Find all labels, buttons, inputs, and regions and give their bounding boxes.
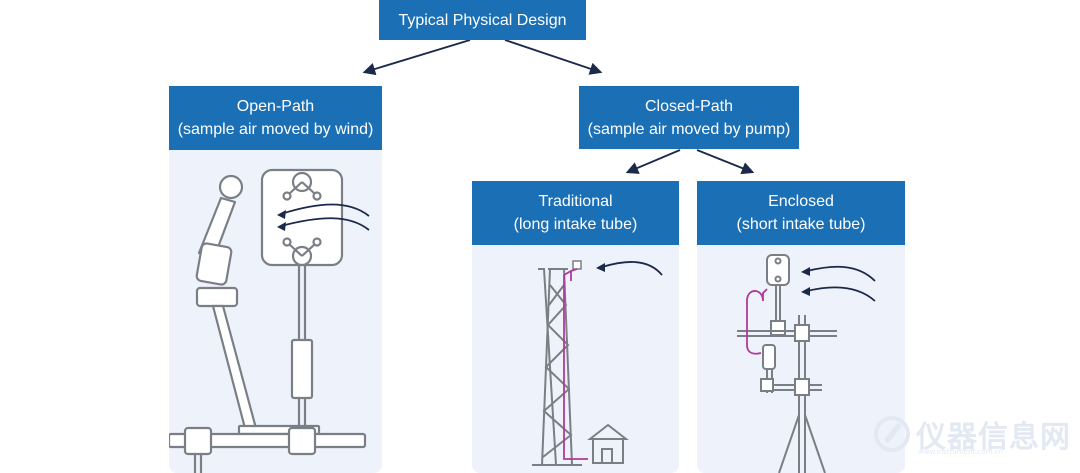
watermark-text: 仪器信息网 [916, 420, 1071, 455]
enclosed-illustration [737, 254, 876, 473]
open-path-illustration [169, 168, 370, 473]
root-box: Typical Physical Design [379, 0, 586, 40]
closed-path-box: Closed-Path (sample air moved by pump) [579, 86, 799, 149]
enclosed-title: Enclosed [768, 193, 834, 210]
arrow-to-traditional [625, 149, 681, 174]
open-path-title: Open-Path [236, 98, 315, 115]
enclosed-panel [697, 245, 905, 473]
traditional-box: Traditional (long intake tube) [472, 181, 679, 245]
watermark-url: www.instrument.com.cn [918, 448, 1003, 456]
enclosed-box: Enclosed (short intake tube) [697, 181, 905, 245]
watermark: 仪器信息网 www.instrument.com.cn [870, 410, 1080, 460]
arrow-to-enclosed [696, 149, 755, 175]
traditional-illustration [532, 260, 663, 466]
watermark-logo-icon [874, 416, 910, 452]
root-label: Typical Physical Design [398, 11, 567, 29]
enclosed-subtitle: (short intake tube) [736, 216, 866, 233]
closed-path-title: Closed-Path [644, 97, 734, 115]
traditional-panel [472, 245, 679, 473]
arrow-to-open-path [362, 39, 471, 76]
traditional-title: Traditional [538, 193, 613, 210]
open-path-panel [169, 150, 382, 473]
arrow-to-closed-path [504, 39, 603, 75]
open-path-subtitle: (sample air moved by wind) [177, 121, 374, 138]
closed-path-subtitle: (sample air moved by pump) [587, 120, 791, 138]
open-path-box: Open-Path (sample air moved by wind) [169, 86, 382, 150]
traditional-subtitle: (long intake tube) [513, 216, 638, 233]
